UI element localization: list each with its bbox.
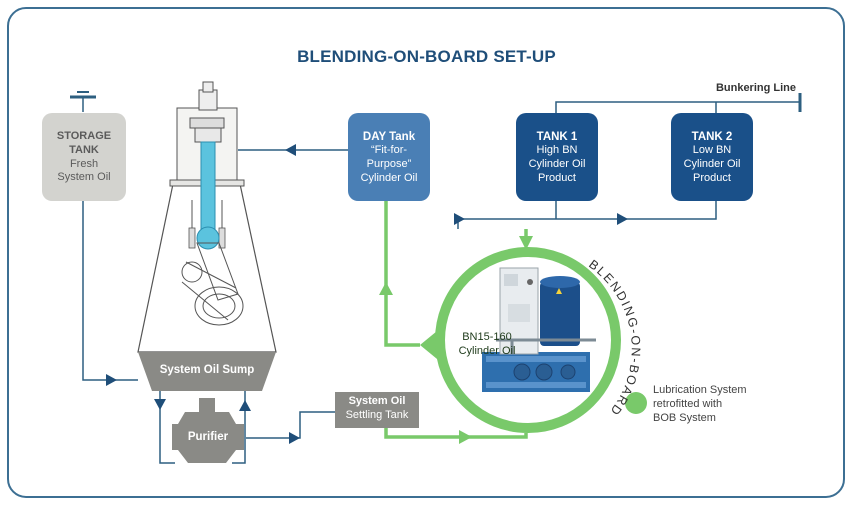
engine-illustration bbox=[137, 81, 277, 353]
tank2-box bbox=[671, 113, 753, 201]
tank2-sub2: Cylinder Oil bbox=[683, 158, 741, 171]
settling-tank-box bbox=[335, 392, 419, 428]
diagram-title: BLENDING-ON-BOARD SET-UP bbox=[297, 47, 556, 66]
tank1-title: TANK 1 bbox=[536, 131, 578, 143]
tank2-label: TANK 2 Low BN Cylinder Oil Product bbox=[671, 130, 753, 186]
bunkering-line-label: Bunkering Line bbox=[715, 82, 796, 94]
day-tank-sub1: “Fit-for- bbox=[370, 144, 408, 157]
day-tank-label: DAY Tank “Fit-for- Purpose” Cylinder Oil bbox=[348, 130, 430, 186]
legend-line3: BOB System bbox=[653, 411, 716, 424]
storage-tank-sub2: System Oil bbox=[57, 171, 111, 184]
tank1-sub1: High BN bbox=[536, 144, 578, 157]
storage-tank-label: STORAGE TANK Fresh System Oil bbox=[42, 130, 126, 185]
tank1-label: TANK 1 High BN Cylinder Oil Product bbox=[516, 130, 598, 186]
green-arrowheads bbox=[379, 236, 533, 444]
settling-tank-sub: Settling Tank bbox=[345, 408, 409, 421]
storage-tank-box bbox=[42, 113, 126, 201]
legend-text: Lubrication System retrofitted with BOB … bbox=[653, 384, 773, 425]
flow-arrowheads bbox=[106, 144, 628, 444]
day-tank-sub2: Purpose” bbox=[366, 158, 412, 171]
piping-lines bbox=[82, 93, 802, 464]
tank2-title: TANK 2 bbox=[691, 131, 733, 143]
settling-tank-title: System Oil bbox=[348, 395, 406, 407]
tank2-sub1: Low BN bbox=[692, 144, 732, 157]
legend-line2: retrofitted with bbox=[653, 397, 723, 410]
day-tank-box bbox=[348, 113, 430, 201]
tank2-sub3: Product bbox=[693, 171, 731, 184]
settling-tank-label: System Oil Settling Tank bbox=[335, 395, 419, 423]
storage-tank-title: STORAGE TANK bbox=[56, 130, 112, 156]
legend-swatch bbox=[625, 392, 647, 414]
bn-arrow-line1: BN15-160 bbox=[462, 331, 512, 343]
tank1-sub3: Product bbox=[538, 171, 576, 184]
system-oil-sump bbox=[138, 352, 276, 391]
tank1-box bbox=[516, 113, 598, 201]
purifier-unit bbox=[172, 398, 244, 463]
bn-arrow-label: BN15-160 Cylinder Oil bbox=[444, 331, 530, 359]
bn-arrow-line2: Cylinder Oil bbox=[458, 344, 516, 357]
tank1-sub2: Cylinder Oil bbox=[528, 158, 586, 171]
bob-unit-illustration bbox=[482, 267, 596, 392]
legend-line1: Lubrication System bbox=[653, 384, 747, 396]
day-tank-sub3: Cylinder Oil bbox=[360, 171, 418, 184]
system-oil-sump-label: System Oil Sump bbox=[159, 364, 255, 376]
day-tank-title: DAY Tank bbox=[362, 131, 416, 143]
purifier-label: Purifier bbox=[187, 431, 229, 443]
storage-tank-sub1: Fresh bbox=[69, 157, 99, 170]
